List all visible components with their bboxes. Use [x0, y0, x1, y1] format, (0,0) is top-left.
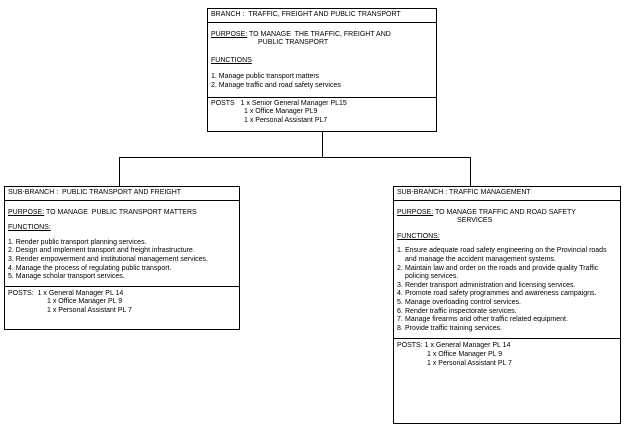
- post-item: 1 x General Manager PL 14: [37, 289, 124, 297]
- post-item: 1 x Office Manager PL 9: [47, 298, 123, 306]
- functions-section: FUNCTIONS: 1. Render public transport pl…: [5, 217, 239, 282]
- post-item: 1 x Office Manager PL 9: [427, 350, 503, 358]
- function-item: 8.Provide traffic training services.: [397, 324, 503, 332]
- posts-label: POSTS: [211, 99, 235, 107]
- post-item: 1 x Office Manager PL9: [244, 108, 318, 116]
- purpose-text-line1: TO MANAGE TRAFFIC AND ROAD SAFETY: [433, 208, 576, 216]
- purpose-text-line1: TO MANAGE THE TRAFFIC, FREIGHT AND: [247, 30, 391, 38]
- subbranch-title: SUB-BRANCH : TRAFFIC MANAGEMENT: [394, 187, 620, 201]
- connector-horizontal: [119, 157, 470, 158]
- function-item: 2.Maintain law and order on the roads an…: [397, 264, 599, 281]
- posts-section: POSTS: 1 x General Manager PL 14 1 x Off…: [394, 338, 620, 368]
- purpose-section: PURPOSE: TO MANAGE PUBLIC TRANSPORT MATT…: [5, 201, 239, 218]
- purpose-label: PURPOSE:: [397, 208, 434, 216]
- purpose-section: PURPOSE: TO MANAGE TRAFFIC AND ROAD SAFE…: [394, 201, 620, 226]
- function-item: 1. Manage public transport matters: [211, 73, 320, 81]
- purpose-text-line2: PUBLIC TRANSPORT: [258, 39, 329, 47]
- post-item: 1 x Senior General Manager PL15: [240, 99, 347, 107]
- function-item: 6.Render traffic inspectorate services.: [397, 307, 517, 315]
- purpose-section: PURPOSE: TO MANAGE THE TRAFFIC, FREIGHT …: [208, 23, 436, 48]
- connector-vertical-top: [322, 132, 323, 157]
- functions-label: FUNCTIONS:: [8, 224, 51, 232]
- branch-box-traffic-freight-public-transport: BRANCH : TRAFFIC, FREIGHT AND PUBLIC TRA…: [207, 8, 437, 132]
- posts-section: POSTS 1 x Senior General Manager PL15 1 …: [208, 96, 436, 126]
- functions-section: FUNCTIONS: 1.Ensure adequate road safety…: [394, 226, 620, 334]
- subbranch-title: SUB-BRANCH : PUBLIC TRANSPORT AND FREIGH…: [5, 187, 239, 201]
- function-item: 5.Manage overloading control services.: [397, 298, 521, 306]
- purpose-text-line2: SERVICES: [457, 217, 493, 225]
- functions-section: FUNCTIONS 1. Manage public transport mat…: [208, 48, 436, 91]
- purpose-label: PURPOSE:: [211, 30, 248, 38]
- purpose-text: TO MANAGE PUBLIC TRANSPORT MATTERS: [44, 208, 197, 216]
- post-item: 1 x General Manager PL 14: [424, 342, 511, 350]
- posts-section: POSTS: 1 x General Manager PL 14 1 x Off…: [5, 285, 239, 316]
- subbranch-box-traffic-management: SUB-BRANCH : TRAFFIC MANAGEMENT PURPOSE:…: [393, 186, 621, 424]
- functions-label: FUNCTIONS:: [397, 232, 440, 240]
- function-item: 4.Promote road safety programmes and awa…: [397, 290, 597, 298]
- function-item: 3.Render transport administration and li…: [397, 281, 576, 289]
- subbranch-box-public-transport-freight: SUB-BRANCH : PUBLIC TRANSPORT AND FREIGH…: [4, 186, 240, 330]
- function-item: 2. Design and implement transport and fr…: [8, 247, 195, 255]
- function-item: 7.Manage firearms and other traffic rela…: [397, 316, 568, 324]
- branch-title: BRANCH : TRAFFIC, FREIGHT AND PUBLIC TRA…: [208, 9, 436, 23]
- posts-label: POSTS:: [397, 342, 423, 350]
- function-item: 1. Render public transport planning serv…: [8, 238, 147, 246]
- post-item: 1 x Personal Assistant PL7: [244, 116, 328, 124]
- posts-label: POSTS:: [8, 289, 34, 297]
- purpose-label: PURPOSE:: [8, 208, 45, 216]
- function-item: 2. Manage traffic and road safety servic…: [211, 81, 341, 89]
- function-item: 4. Manage the process of regulating publ…: [8, 264, 172, 272]
- connector-vertical-right: [470, 157, 471, 186]
- function-item: 3. Render empowerment and institutional …: [8, 255, 208, 263]
- connector-vertical-left: [119, 157, 120, 186]
- functions-label: FUNCTIONS: [211, 56, 252, 64]
- function-item: 1.Ensure adequate road safety engineerin…: [397, 247, 607, 263]
- post-item: 1 x Personal Assistant PL 7: [47, 306, 132, 314]
- post-item: 1 x Personal Assistant PL 7: [427, 359, 512, 367]
- function-item: 5. Manage scholar transport services.: [8, 273, 125, 281]
